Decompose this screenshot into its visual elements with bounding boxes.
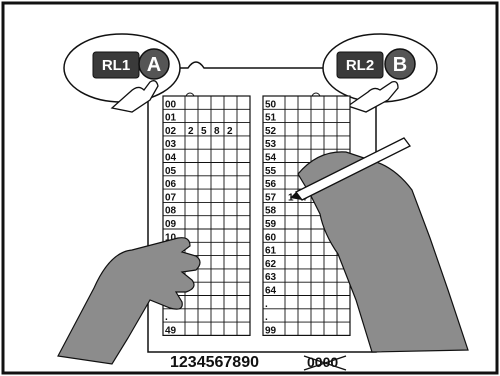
row-label: 54 [265, 153, 277, 164]
row-label: 51 [265, 113, 277, 124]
row-label: 57 [265, 192, 277, 203]
row-label: 63 [265, 272, 277, 283]
row-label: 00 [165, 99, 177, 110]
row-label: 04 [165, 153, 177, 164]
cell-value: 8 [214, 126, 220, 137]
row-label: 59 [265, 219, 277, 230]
row-label: 60 [265, 232, 277, 243]
row-label: 07 [165, 192, 177, 203]
key-a-label: A [147, 54, 161, 76]
row-label: . [265, 299, 268, 310]
row-label: 01 [165, 113, 177, 124]
row-label: 09 [165, 219, 177, 230]
row-label: 64 [265, 286, 277, 297]
footer-digits: 1234567890 [170, 354, 259, 371]
row-label: 03 [165, 139, 177, 150]
row-label: 61 [265, 246, 277, 257]
row-label: 53 [265, 139, 277, 150]
row-label: 58 [265, 206, 277, 217]
row-label: 06 [165, 179, 177, 190]
row-label: 50 [265, 99, 277, 110]
row-label: . [165, 312, 168, 323]
row-label: 49 [165, 325, 177, 336]
rl1-label: RL1 [102, 57, 130, 74]
row-label: . [265, 312, 268, 323]
cell-value: 5 [201, 126, 207, 137]
row-label: 05 [165, 166, 177, 177]
cell-value: 2 [188, 126, 194, 137]
cell-value: 2 [227, 126, 233, 137]
row-label: 99 [265, 325, 277, 336]
row-label: 08 [165, 206, 177, 217]
row-label: 62 [265, 259, 277, 270]
row-label: 55 [265, 166, 277, 177]
rl2-label: RL2 [346, 57, 374, 74]
row-label: 56 [265, 179, 277, 190]
row-label: 52 [265, 126, 277, 137]
row-label: 02 [165, 126, 177, 137]
key-b-label: B [393, 54, 407, 76]
